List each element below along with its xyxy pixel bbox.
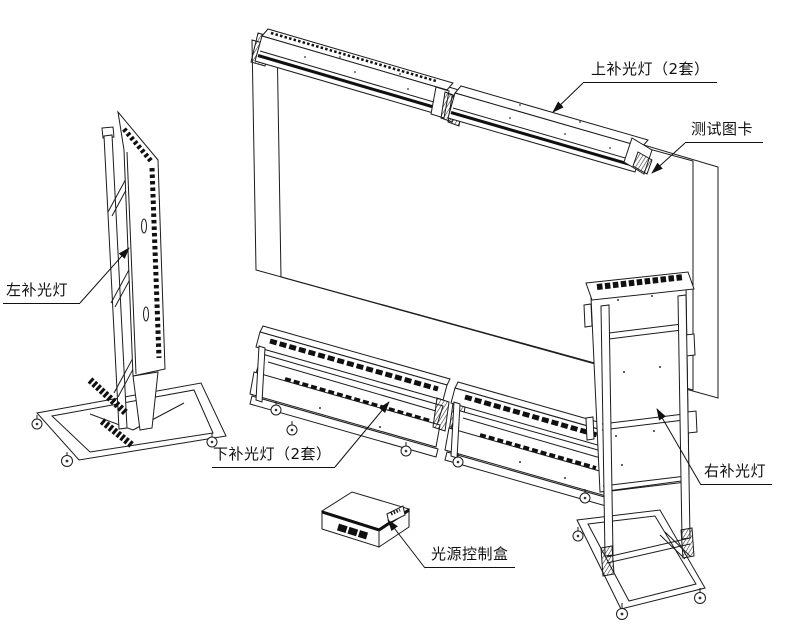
leader-left-light <box>79 247 130 304</box>
leader-lines <box>79 82 702 569</box>
leader-test-chart <box>651 142 686 174</box>
left-light-stand <box>31 110 227 467</box>
left-stand-base <box>36 382 227 461</box>
handle-cutout <box>143 306 149 322</box>
left-light-bar <box>117 110 166 377</box>
leader-right-light <box>656 408 702 486</box>
right-stand-base <box>576 509 706 610</box>
right-stand-top-cap <box>585 271 695 301</box>
caster-wheel <box>31 415 218 467</box>
label-right-light: 右补光灯 <box>701 461 772 485</box>
caster-wheel <box>452 453 591 504</box>
caster-wheel <box>270 401 412 457</box>
leader-top-light <box>552 82 584 113</box>
lower-column <box>132 371 159 431</box>
rear-post <box>103 134 128 430</box>
label-control-box: 光源控制盒 <box>425 544 515 568</box>
right-stand-rails <box>600 295 687 493</box>
leader-bottom-light <box>334 401 390 468</box>
label-test-chart: 测试图卡 <box>685 119 763 143</box>
right-stand-posts <box>600 294 695 577</box>
light-control-box <box>320 491 411 548</box>
bottom-light-unit-2 <box>444 381 613 507</box>
panel-clamp-brackets <box>583 303 698 441</box>
caster-wheel <box>572 527 706 620</box>
label-bottom-light: 下补光灯（2套） <box>212 444 335 468</box>
display-slot <box>336 523 369 540</box>
top-light-bar-1 <box>250 28 457 123</box>
label-top-light: 上补光灯（2套） <box>583 59 717 83</box>
handle-cutout <box>141 218 147 234</box>
leader-control-box <box>387 519 426 569</box>
top-light-bar-2 <box>447 85 653 175</box>
right-light-stand <box>572 271 706 620</box>
base-support-struts <box>87 377 136 449</box>
label-left-light: 左补光灯 <box>3 280 80 304</box>
bottom-light-unit-1 <box>249 325 466 458</box>
top-light-bars <box>250 28 653 175</box>
bottom-light-units <box>249 325 613 507</box>
